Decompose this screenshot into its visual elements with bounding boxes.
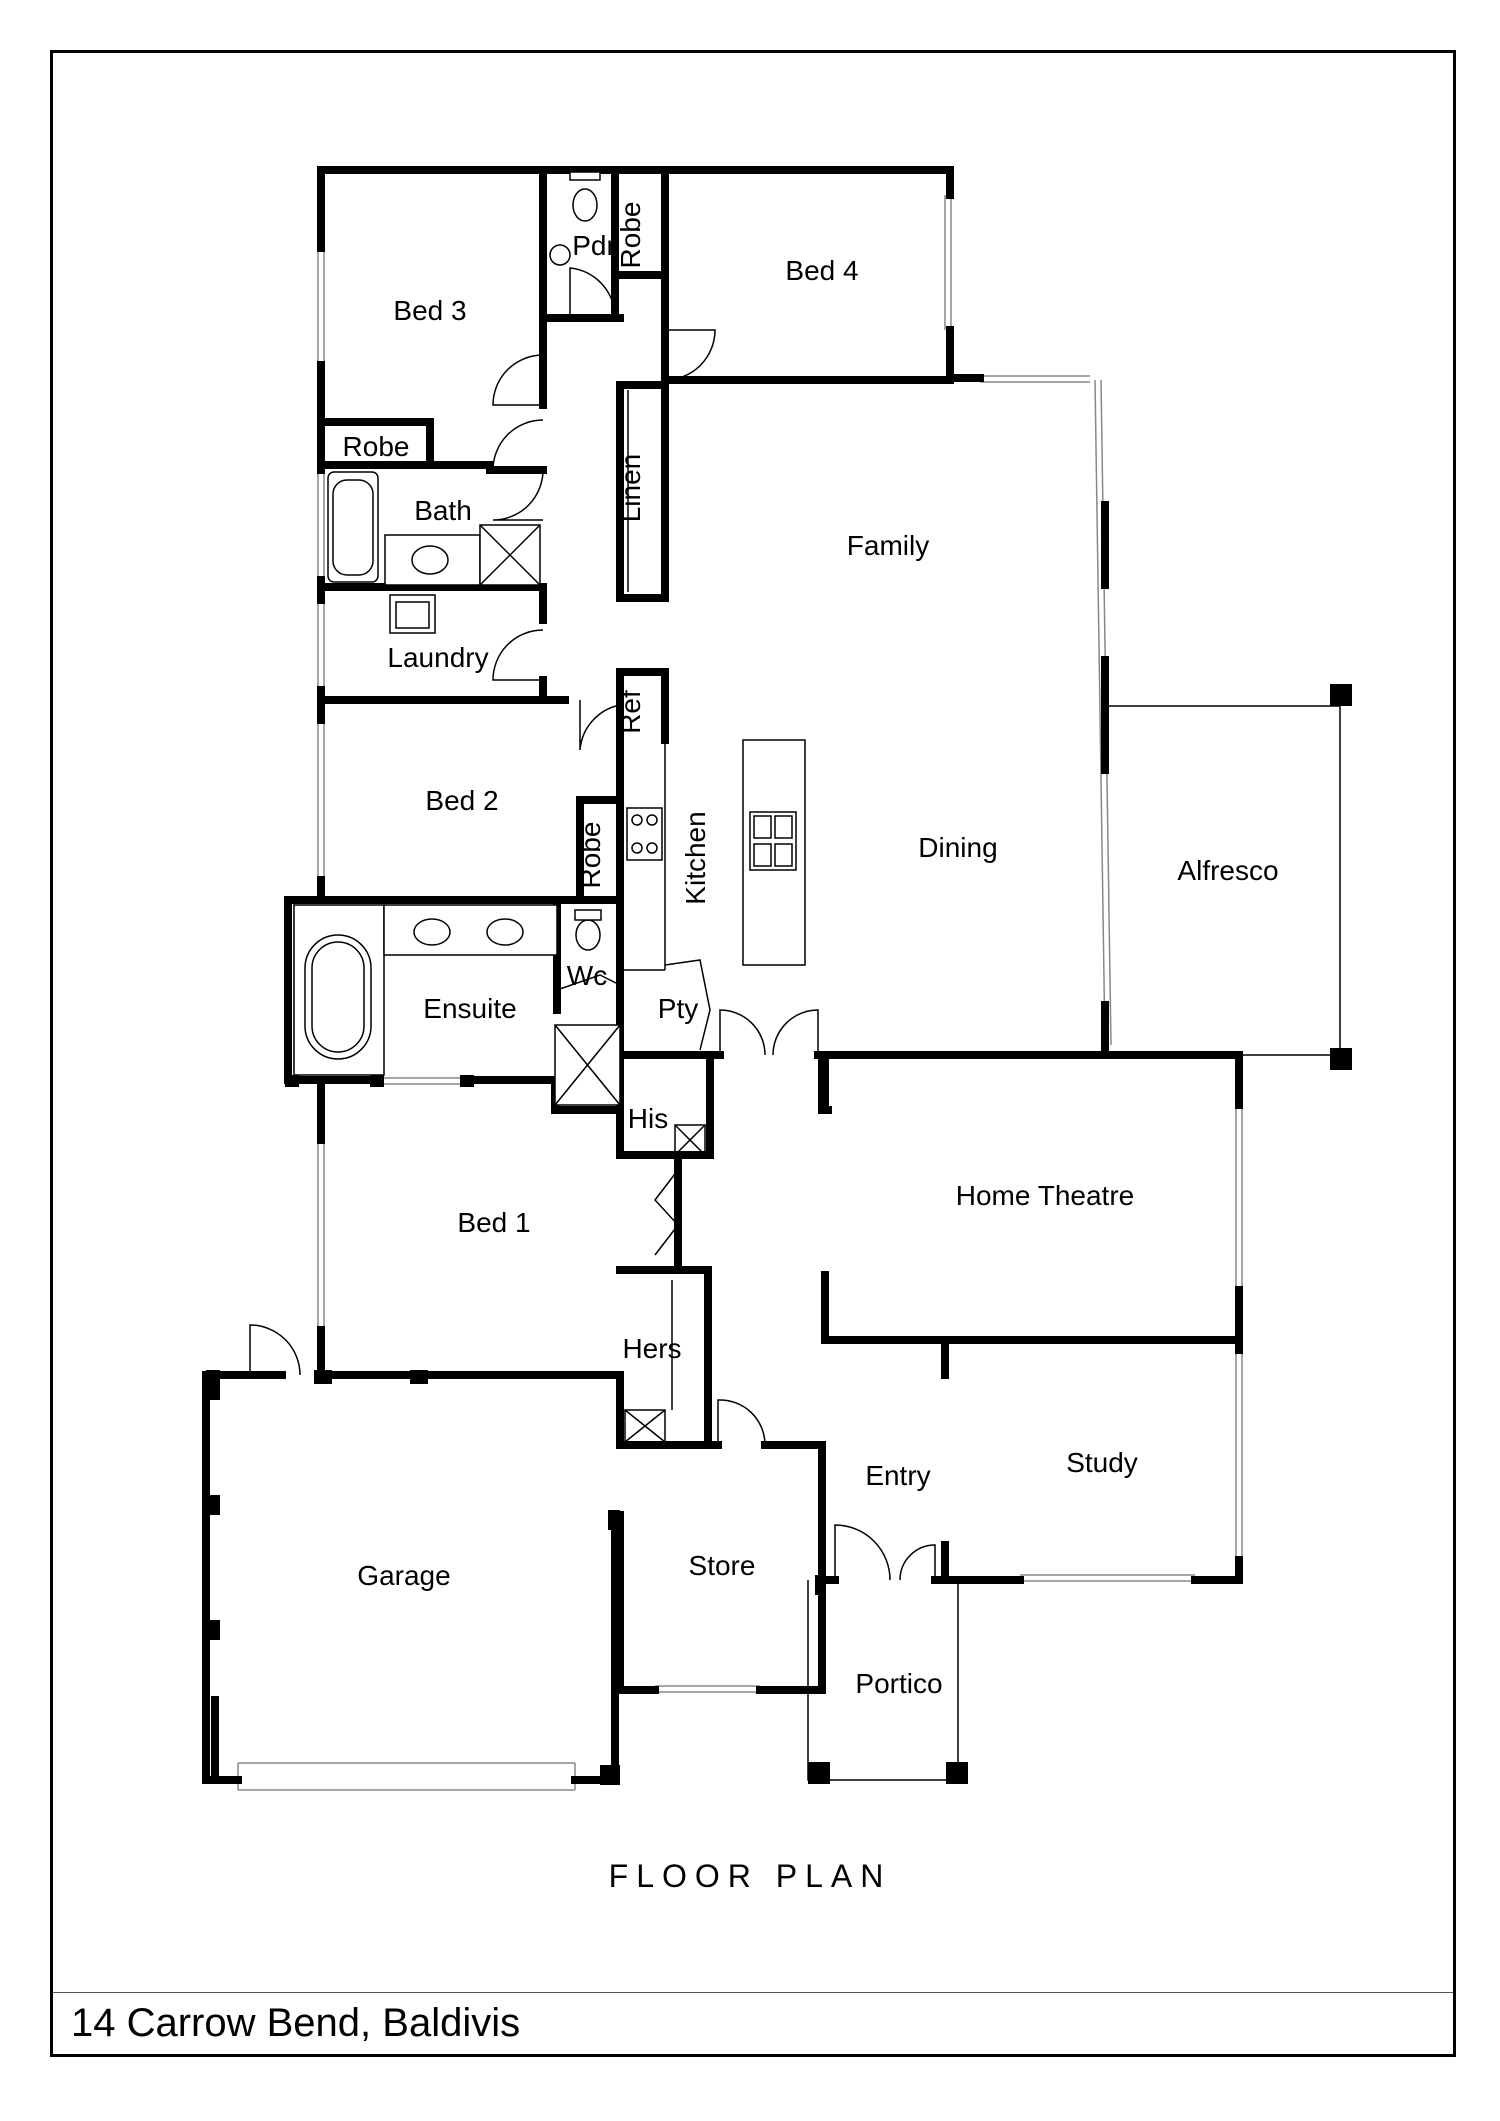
label-pdr: Pdr (572, 230, 616, 261)
fixtures (293, 171, 806, 1443)
label-ensuite: Ensuite (423, 993, 516, 1024)
label-bed4: Bed 4 (785, 255, 858, 286)
label-robe-top: Robe (615, 202, 646, 269)
label-laundry: Laundry (387, 642, 488, 673)
label-pty: Pty (658, 993, 698, 1024)
plan-title: FLOOR PLAN (608, 1858, 892, 1894)
windows (237, 195, 1243, 1791)
page-frame (50, 50, 1456, 2057)
outdoor-areas (206, 684, 1352, 1785)
label-ref: Ref (615, 690, 646, 734)
label-alfresco: Alfresco (1177, 855, 1278, 886)
doors (249, 267, 936, 1581)
label-bed3: Bed 3 (393, 295, 466, 326)
label-hers: Hers (622, 1333, 681, 1364)
label-linen: Linen (615, 454, 646, 523)
label-bed2: Bed 2 (425, 785, 498, 816)
label-store: Store (689, 1550, 756, 1581)
label-home-theatre: Home Theatre (956, 1180, 1134, 1211)
room-labels: Bed 3 Pdr Robe Bed 4 Robe Bath Linen Fam… (343, 202, 1279, 1699)
label-kitchen: Kitchen (680, 811, 711, 904)
label-wc: Wc (567, 960, 607, 991)
address-bar: 14 Carrow Bend, Baldivis (53, 1992, 1453, 2054)
property-address: 14 Carrow Bend, Baldivis (71, 2001, 521, 2045)
label-portico: Portico (855, 1668, 942, 1699)
label-his: His (628, 1103, 668, 1134)
label-study: Study (1066, 1447, 1138, 1478)
label-robe-bed2: Robe (575, 822, 606, 889)
label-robe-bed3: Robe (343, 431, 410, 462)
label-garage: Garage (357, 1560, 450, 1591)
label-bath: Bath (414, 495, 472, 526)
label-entry: Entry (865, 1460, 930, 1491)
label-bed1: Bed 1 (457, 1207, 530, 1238)
label-family: Family (847, 530, 929, 561)
label-dining: Dining (918, 832, 997, 863)
